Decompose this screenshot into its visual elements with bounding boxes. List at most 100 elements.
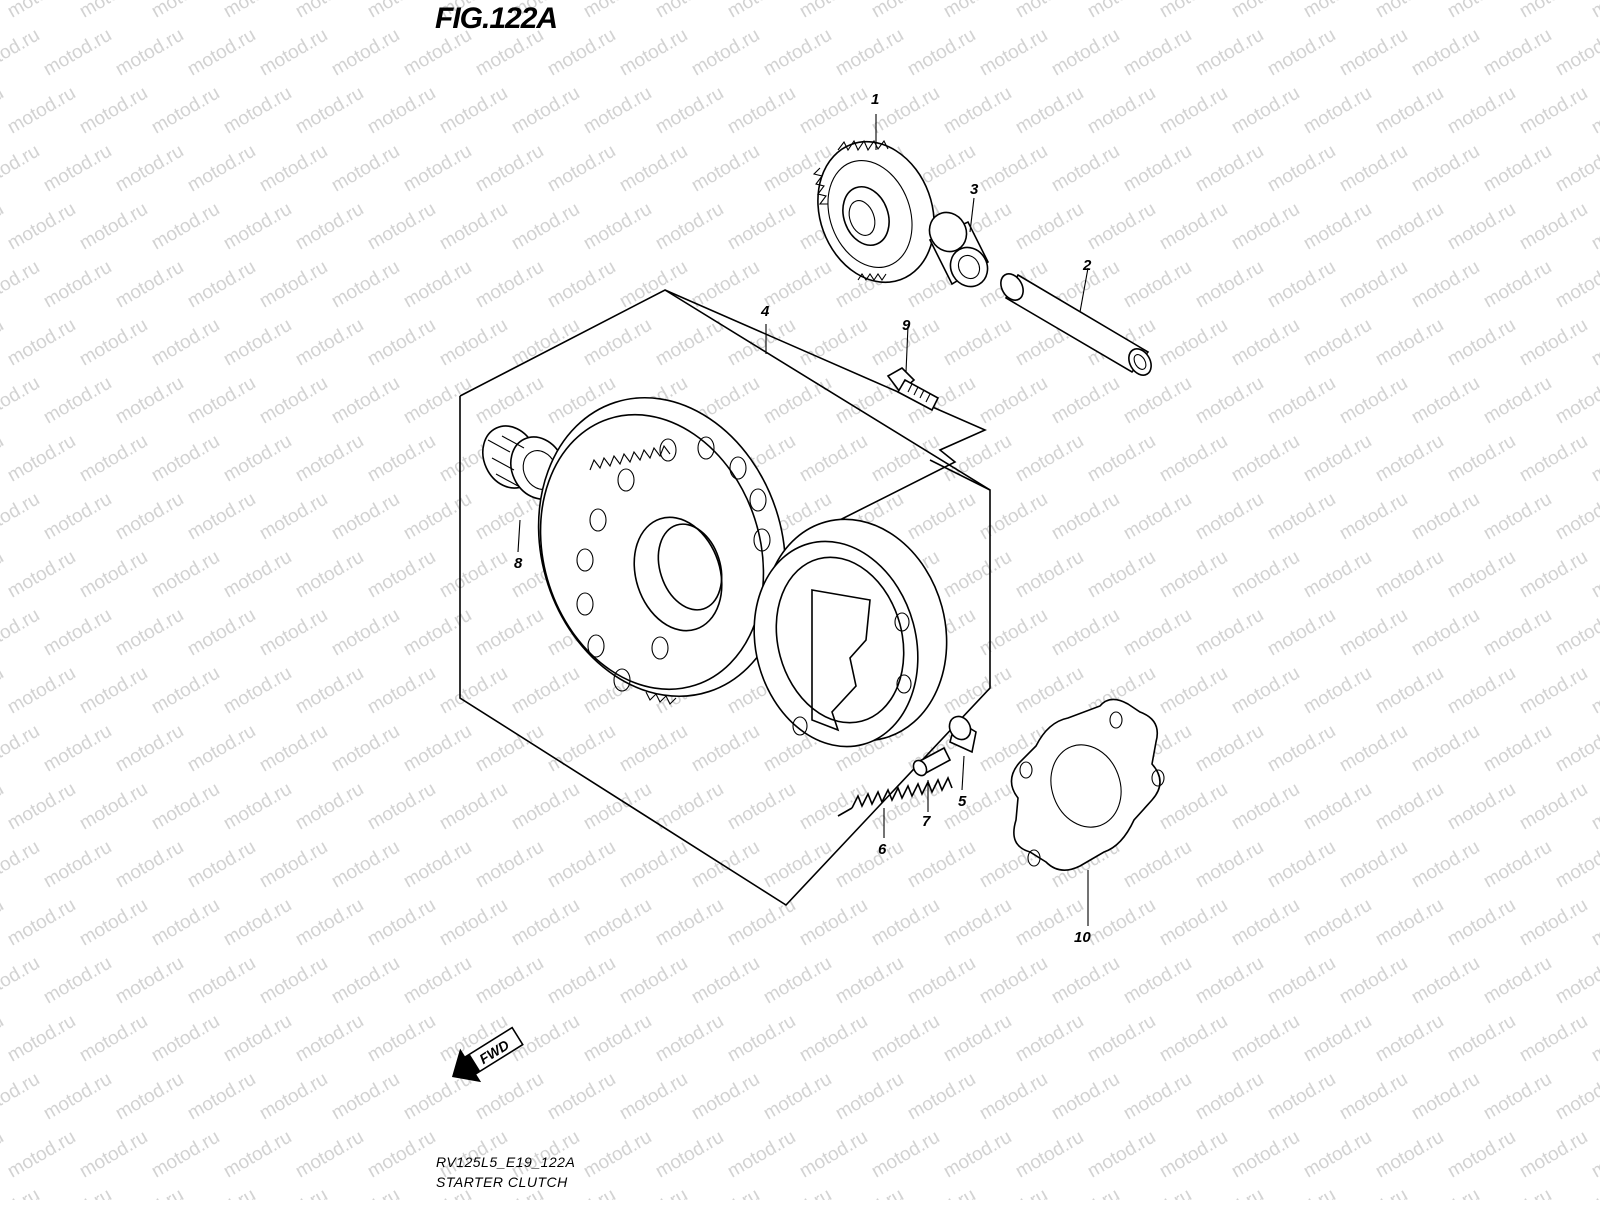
watermark-text: motod.ru	[1480, 1069, 1555, 1125]
watermark-text: motod.ru	[0, 373, 43, 429]
watermark-text: motod.ru	[1120, 373, 1195, 429]
watermark-text: motod.ru	[400, 837, 475, 893]
callout-5: 5	[958, 793, 967, 810]
watermark-text: motod.ru	[328, 721, 403, 777]
watermark-text: motod.ru	[1156, 1011, 1231, 1067]
watermark-text: motod.ru	[1048, 953, 1123, 1009]
watermark-text: motod.ru	[688, 141, 763, 197]
watermark-text: motod.ru	[544, 837, 619, 893]
watermark-text: motod.ru	[1156, 779, 1231, 835]
watermark-text: motod.ru	[832, 953, 907, 1009]
watermark-text: motod.ru	[616, 837, 691, 893]
watermark-text: motod.ru	[1588, 1011, 1600, 1067]
watermark-text: motod.ru	[364, 1011, 439, 1067]
watermark-text: motod.ru	[184, 605, 259, 661]
watermark-text: motod.ru	[1300, 779, 1375, 835]
watermark-text: motod.ru	[364, 83, 439, 139]
watermark-text: motod.ru	[1552, 141, 1600, 197]
watermark-text: motod.ru	[1588, 1127, 1600, 1183]
watermark-text: motod.ru	[1408, 837, 1483, 893]
part-9-bolt	[886, 367, 940, 412]
watermark-text: motod.ru	[1228, 779, 1303, 835]
watermark-text: motod.ru	[184, 25, 259, 81]
watermark-text: motod.ru	[1156, 0, 1231, 22]
watermark-text: motod.ru	[1048, 605, 1123, 661]
watermark-text: motod.ru	[0, 953, 43, 1009]
watermark-text: motod.ru	[508, 315, 583, 371]
watermark-text: motod.ru	[1300, 315, 1375, 371]
watermark-text: motod.ru	[292, 431, 367, 487]
watermark-text: motod.ru	[580, 779, 655, 835]
watermark-text: motod.ru	[1192, 1185, 1267, 1200]
watermark-text: motod.ru	[1444, 1011, 1519, 1067]
watermark-text: motod.ru	[904, 953, 979, 1009]
watermark-text: motod.ru	[0, 1011, 7, 1067]
watermark-text: motod.ru	[1264, 141, 1339, 197]
watermark-text: motod.ru	[1156, 315, 1231, 371]
watermark-text: motod.ru	[1372, 1127, 1447, 1183]
watermark-text: motod.ru	[652, 1011, 727, 1067]
watermark-text: motod.ru	[112, 373, 187, 429]
watermark-text: motod.ru	[1156, 431, 1231, 487]
watermark-text: motod.ru	[652, 1127, 727, 1183]
watermark-text: motod.ru	[976, 953, 1051, 1009]
watermark-text: motod.ru	[1012, 431, 1087, 487]
callout-9: 9	[902, 317, 911, 334]
watermark-text: motod.ru	[436, 199, 511, 255]
watermark-text: motod.ru	[1120, 257, 1195, 313]
watermark-text: motod.ru	[1048, 1185, 1123, 1200]
watermark-text: motod.ru	[652, 0, 727, 22]
watermark-text: motod.ru	[1408, 25, 1483, 81]
watermark-text: motod.ru	[724, 315, 799, 371]
watermark-text: motod.ru	[292, 895, 367, 951]
watermark-text: motod.ru	[40, 1185, 115, 1200]
watermark-text: motod.ru	[220, 547, 295, 603]
watermark-text: motod.ru	[1336, 721, 1411, 777]
watermark-text: motod.ru	[1264, 1069, 1339, 1125]
watermark-text: motod.ru	[256, 1069, 331, 1125]
watermark-text: motod.ru	[1372, 663, 1447, 719]
watermark-text: motod.ru	[220, 199, 295, 255]
watermark-text: motod.ru	[364, 1127, 439, 1183]
watermark-text: motod.ru	[868, 0, 943, 22]
watermark-text: motod.ru	[148, 779, 223, 835]
watermark-text: motod.ru	[1120, 1069, 1195, 1125]
watermark-text: motod.ru	[1516, 663, 1591, 719]
watermark-text: motod.ru	[1408, 953, 1483, 1009]
watermark-text: motod.ru	[1336, 837, 1411, 893]
watermark-text: motod.ru	[292, 199, 367, 255]
watermark-text: motod.ru	[4, 83, 79, 139]
watermark-text: motod.ru	[472, 605, 547, 661]
watermark-text: motod.ru	[292, 547, 367, 603]
watermark-text: motod.ru	[652, 895, 727, 951]
watermark-text: motod.ru	[40, 953, 115, 1009]
watermark-text: motod.ru	[1588, 779, 1600, 835]
watermark-text: motod.ru	[1588, 83, 1600, 139]
watermark-text: motod.ru	[76, 895, 151, 951]
watermark-text: motod.ru	[4, 315, 79, 371]
watermark-text: motod.ru	[328, 257, 403, 313]
part-8-bearing	[482, 425, 566, 500]
watermark-text: motod.ru	[1156, 547, 1231, 603]
watermark-text: motod.ru	[1228, 315, 1303, 371]
watermark-text: motod.ru	[1012, 1011, 1087, 1067]
watermark-text: motod.ru	[796, 83, 871, 139]
watermark-text: motod.ru	[1192, 257, 1267, 313]
watermark-text: motod.ru	[976, 605, 1051, 661]
watermark-text: motod.ru	[1372, 895, 1447, 951]
watermark-text: motod.ru	[0, 489, 43, 545]
watermark-text: motod.ru	[616, 25, 691, 81]
watermark-text: motod.ru	[1300, 199, 1375, 255]
watermark-text: motod.ru	[1336, 605, 1411, 661]
watermark-text: motod.ru	[4, 779, 79, 835]
watermark-text: motod.ru	[652, 315, 727, 371]
watermark-text: motod.ru	[76, 199, 151, 255]
watermark-text: motod.ru	[184, 721, 259, 777]
watermark-text: motod.ru	[1048, 373, 1123, 429]
watermark-text: motod.ru	[472, 837, 547, 893]
watermark-text: motod.ru	[0, 721, 43, 777]
watermark-text: motod.ru	[292, 663, 367, 719]
watermark-text: motod.ru	[904, 1185, 979, 1200]
watermark-text: motod.ru	[508, 83, 583, 139]
part-6-spring	[837, 776, 953, 817]
